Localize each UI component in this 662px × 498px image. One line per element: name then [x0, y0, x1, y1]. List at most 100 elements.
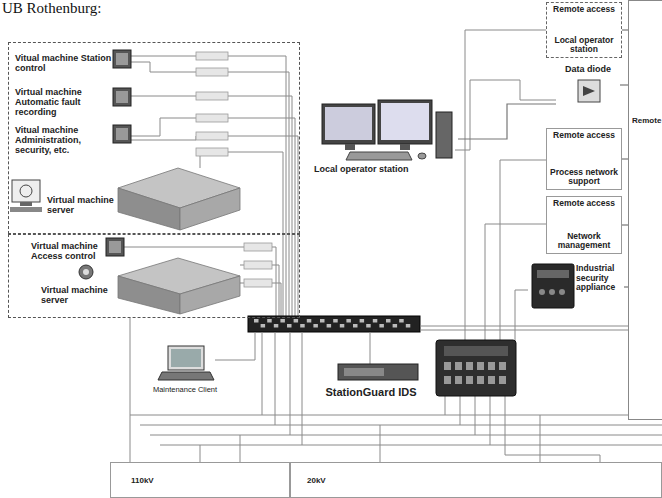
ids-device [344, 368, 384, 376]
node-label: StationGuard IDS [312, 386, 430, 398]
pc-icon [20, 202, 32, 206]
node-label: Virtual machine Access control [31, 241, 107, 261]
switch-port [267, 319, 272, 323]
switch-port [280, 319, 285, 323]
remote-zone: Remote [628, 0, 662, 420]
network-wire [131, 96, 196, 97]
node-label: Industrial security appliance [576, 264, 624, 293]
network-wire [150, 435, 662, 436]
network-wire [275, 332, 276, 425]
network-wire [200, 445, 201, 462]
virtual-nic [196, 68, 228, 76]
virtual-nic [196, 92, 228, 100]
switch-port [353, 324, 358, 328]
workstation-icon [400, 144, 410, 150]
laptop-icon [171, 349, 201, 367]
pc-icon [10, 207, 42, 212]
main-switch [248, 316, 420, 332]
server-box [118, 188, 180, 230]
switch-ports [254, 319, 410, 328]
node-label: Vitual machine Station control [15, 53, 113, 73]
virtual-nic [196, 148, 228, 156]
vm-icon [109, 241, 121, 253]
switch-port [488, 362, 495, 370]
switch-port [488, 376, 495, 384]
node-label: Remote [632, 117, 662, 126]
network-wire [140, 425, 662, 426]
network-wire [215, 332, 255, 360]
vm-icon [113, 125, 131, 143]
network-wire [380, 425, 381, 462]
network-wire [302, 332, 303, 445]
node-label: Data diode [556, 64, 620, 74]
switch-port [444, 376, 451, 384]
switch-port [466, 376, 473, 384]
network-wire [272, 265, 279, 316]
vm-icon [113, 50, 131, 68]
network-wire [240, 435, 241, 462]
data-diode: Data diode [556, 62, 620, 108]
ids-device [338, 364, 418, 380]
network-wire [540, 415, 541, 462]
data-diode-icon [578, 80, 600, 102]
server-label: Virtual machine server [47, 195, 121, 218]
switch-port [333, 319, 338, 323]
network-wire [460, 396, 461, 425]
laptop-icon [158, 346, 214, 380]
workstation-icon [346, 152, 412, 160]
switch-port [294, 319, 299, 323]
switch-port [366, 324, 371, 328]
virtual-nic [244, 261, 272, 269]
switch-port [393, 324, 398, 328]
vm-icon [116, 91, 128, 103]
switch-port [261, 324, 266, 328]
vm-icon [116, 128, 128, 140]
security-appliance-icon [532, 264, 574, 308]
industrial-switch [444, 346, 508, 356]
security-appliance: Industrial security appliance [528, 262, 624, 312]
switch-port [444, 362, 451, 370]
virtual-nic [244, 279, 272, 287]
workstation-icon [322, 104, 375, 144]
box-label: Remote access [553, 131, 615, 141]
vm-icon [116, 53, 128, 65]
workstation-icon [325, 107, 372, 140]
switch-ports [444, 362, 506, 384]
workstation-icon [378, 100, 432, 144]
remote-access-box: Remote accessNetwork management [546, 196, 622, 254]
network-wire [370, 332, 371, 364]
maintenance-client: Maintenance Client [140, 342, 230, 406]
switch-port [254, 319, 259, 323]
network-wire [272, 247, 276, 316]
remote-access-box: Remote accessLocal operator station [546, 2, 622, 58]
switch-port [274, 324, 279, 328]
network-wire [131, 118, 196, 136]
network-wire [500, 160, 546, 340]
network-wire [131, 56, 196, 57]
switch-port [340, 324, 345, 328]
vm-icon [113, 88, 131, 106]
vm-group: Virtual machine Access controlVirtual ma… [8, 234, 300, 318]
operator-station: Local operator station [310, 100, 458, 178]
node-label: 110kV [131, 477, 289, 486]
box-label: Local operator station [549, 36, 619, 55]
security-appliance-icon [537, 270, 569, 278]
security-appliance-icon [559, 289, 565, 295]
network-wire [272, 283, 281, 316]
switch-port [399, 319, 404, 323]
vm-label: Virtual machine Automatic fault recordin… [15, 87, 115, 120]
virtual-nic [196, 52, 228, 60]
switch-port [406, 324, 411, 328]
virtual-nic [196, 52, 272, 287]
switch-port [346, 319, 351, 323]
network-wire [262, 332, 263, 415]
vm-label: Virtual machine Access control [31, 241, 107, 264]
network-wire [505, 396, 600, 462]
switch-port [373, 319, 378, 323]
box-label: Network management [549, 232, 619, 251]
title: UB Rothenburg: [2, 0, 101, 17]
switch-port [327, 324, 332, 328]
network-wire [130, 318, 131, 462]
network-wire [490, 396, 491, 445]
main-switch [248, 316, 420, 332]
